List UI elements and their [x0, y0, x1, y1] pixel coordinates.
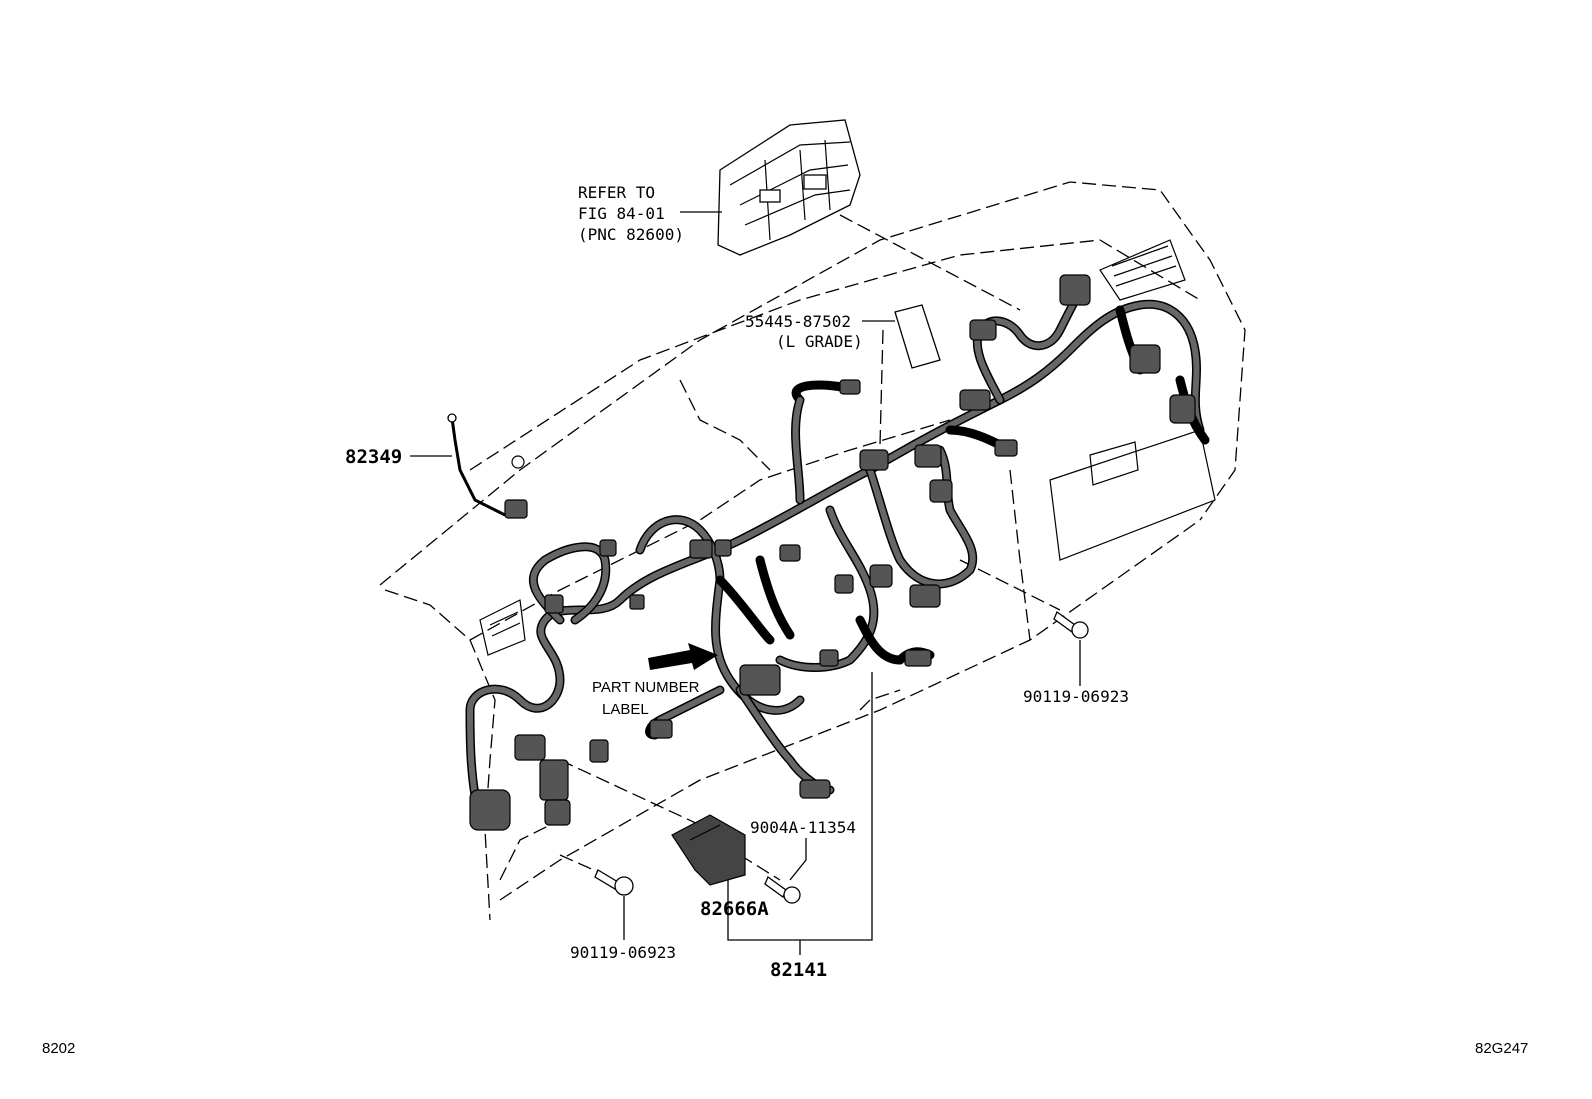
refer-to-line2: FIG 84-01 [578, 204, 665, 223]
bolt-center [764, 875, 801, 904]
label-plate [894, 304, 941, 369]
label-90119-06923-right: 90119-06923 [1023, 687, 1129, 706]
refer-to-line1: REFER TO [578, 183, 655, 202]
label-90119-06923-left: 90119-06923 [570, 943, 676, 962]
label-82666a: 82666A [700, 898, 769, 920]
leader-lines [410, 211, 1081, 955]
harness-connectors [469, 274, 1196, 831]
main-wire-harness [465, 280, 1210, 825]
label-55445-87502: 55445-87502 [745, 312, 851, 331]
bolt-left [594, 869, 634, 896]
refer-to-line3: (PNC 82600) [578, 225, 684, 244]
sensor-82349 [447, 413, 528, 519]
label-82141: 82141 [770, 959, 827, 981]
label-9004a-11354: 9004A-11354 [750, 818, 856, 837]
part-number-arrow [648, 643, 718, 670]
fuse-block-82666a [671, 814, 746, 886]
part-number-label-line2: LABEL [602, 701, 649, 718]
bolt-right [1053, 610, 1089, 639]
part-number-label-line1: PART NUMBER [592, 679, 700, 696]
junction-block [717, 119, 861, 256]
label-l-grade: (L GRADE) [776, 332, 863, 351]
footer-left-code: 8202 [42, 1040, 76, 1057]
label-82349: 82349 [345, 446, 402, 468]
footer-right-code: 82G247 [1475, 1040, 1529, 1057]
